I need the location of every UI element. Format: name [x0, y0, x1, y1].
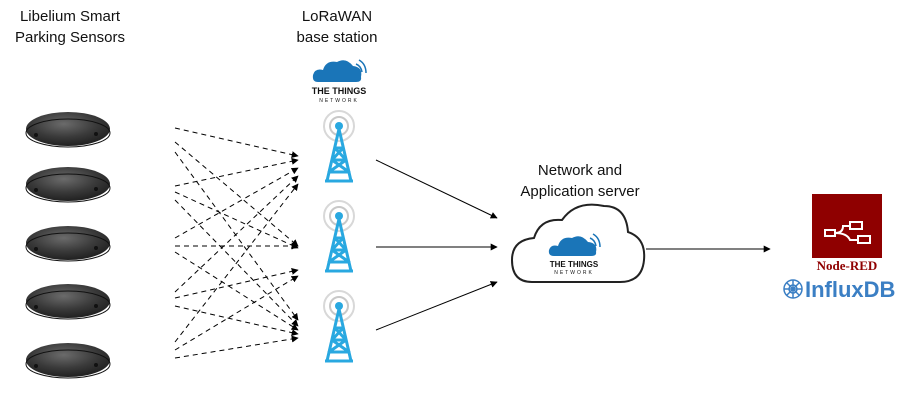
ttn-cloud-line-1: THE THINGS [550, 260, 599, 269]
base-station-label: LoRaWAN base station [262, 6, 412, 48]
node-red-logo: Node-RED [812, 194, 882, 273]
server-label-line-2: Application server [520, 183, 640, 200]
tower-1 [322, 109, 356, 183]
link-s2-t3 [174, 199, 299, 327]
tower-3 [322, 289, 356, 363]
influxdb-icon [783, 279, 803, 299]
link-s2-t1 [174, 157, 299, 187]
sensor-2 [25, 167, 111, 203]
link-s1-t1 [174, 127, 299, 159]
link-s1-t2 [174, 141, 299, 247]
ttn-logo-small: THE THINGS NETWORK [312, 59, 367, 104]
sensors-label: Libelium Smart Parking Sensors [0, 6, 140, 48]
base-station-label-line-2: base station [296, 29, 378, 46]
sensor-5 [25, 343, 111, 379]
sensor-1 [25, 112, 111, 148]
link-s3-t1 [174, 167, 299, 239]
node-red-label: Node-RED [817, 258, 878, 273]
sensors-label-line-2: Parking Sensors [14, 29, 126, 46]
sensor-links [174, 127, 299, 359]
base-station-label-line-1: LoRaWAN [301, 8, 373, 25]
tower-links [375, 159, 498, 331]
server-label: Network and Application server [500, 160, 660, 202]
link-t1-server [375, 159, 498, 219]
sensors-label-line-1: Libelium Smart [19, 8, 121, 25]
link-s5-t2 [174, 275, 299, 351]
link-s3-t3 [174, 251, 299, 331]
tower-2 [322, 199, 356, 273]
link-s5-t3 [174, 335, 299, 359]
link-s4-t1 [174, 175, 299, 293]
ttn-small-line-1: THE THINGS [312, 86, 367, 96]
link-t3-server [375, 281, 498, 331]
link-s5-t1 [174, 183, 299, 343]
ttn-small-line-2: NETWORK [319, 98, 359, 104]
ttn-cloud-line-2: NETWORK [554, 270, 594, 276]
link-s4-t3 [174, 305, 299, 337]
sensor-3 [25, 226, 111, 262]
sensor-4 [25, 284, 111, 320]
server-label-line-1: Network and [537, 162, 623, 179]
link-s4-t2 [174, 267, 299, 299]
influxdb-logo: InfluxDB [783, 277, 895, 302]
influxdb-label: InfluxDB [805, 277, 895, 302]
link-s2-t2 [174, 191, 299, 249]
link-s1-t3 [174, 151, 299, 321]
server-cloud: THE THINGS NETWORK [510, 203, 646, 283]
